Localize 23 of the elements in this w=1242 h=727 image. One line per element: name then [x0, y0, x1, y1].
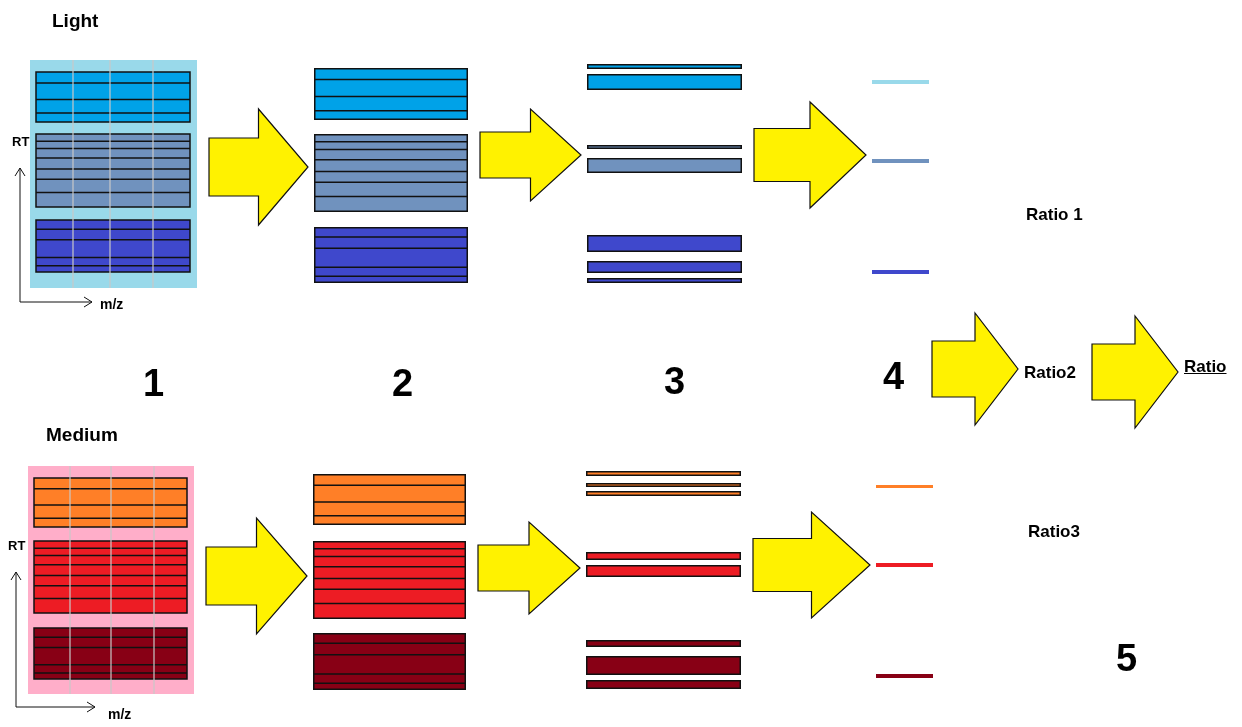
- panel-title: Light: [52, 10, 99, 32]
- step-number: 5: [1116, 637, 1138, 680]
- block-arrow: [1091, 314, 1179, 430]
- block-arrow: [931, 311, 1019, 427]
- axis-label: RT: [12, 134, 30, 149]
- step-number: 2: [392, 362, 414, 405]
- ratio-label: Ratio3: [1028, 522, 1080, 542]
- step-number: 4: [883, 355, 905, 398]
- panel-title: Medium: [46, 424, 118, 446]
- step-number: 3: [664, 360, 686, 403]
- block-arrow: [477, 520, 581, 616]
- block-arrow: [753, 100, 867, 210]
- axis-label: RT: [8, 538, 26, 553]
- ratio-label: Ratio2: [1024, 363, 1076, 383]
- block-arrow: [752, 510, 871, 620]
- result-label: Ratio: [1184, 357, 1227, 377]
- block-arrow: [208, 107, 309, 227]
- axis-label: m/z: [108, 706, 132, 722]
- block-arrow: [205, 516, 308, 636]
- axis-label: m/z: [100, 296, 124, 312]
- step-number: 1: [143, 362, 165, 405]
- ratio-label: Ratio 1: [1026, 205, 1083, 225]
- block-arrow: [479, 107, 582, 203]
